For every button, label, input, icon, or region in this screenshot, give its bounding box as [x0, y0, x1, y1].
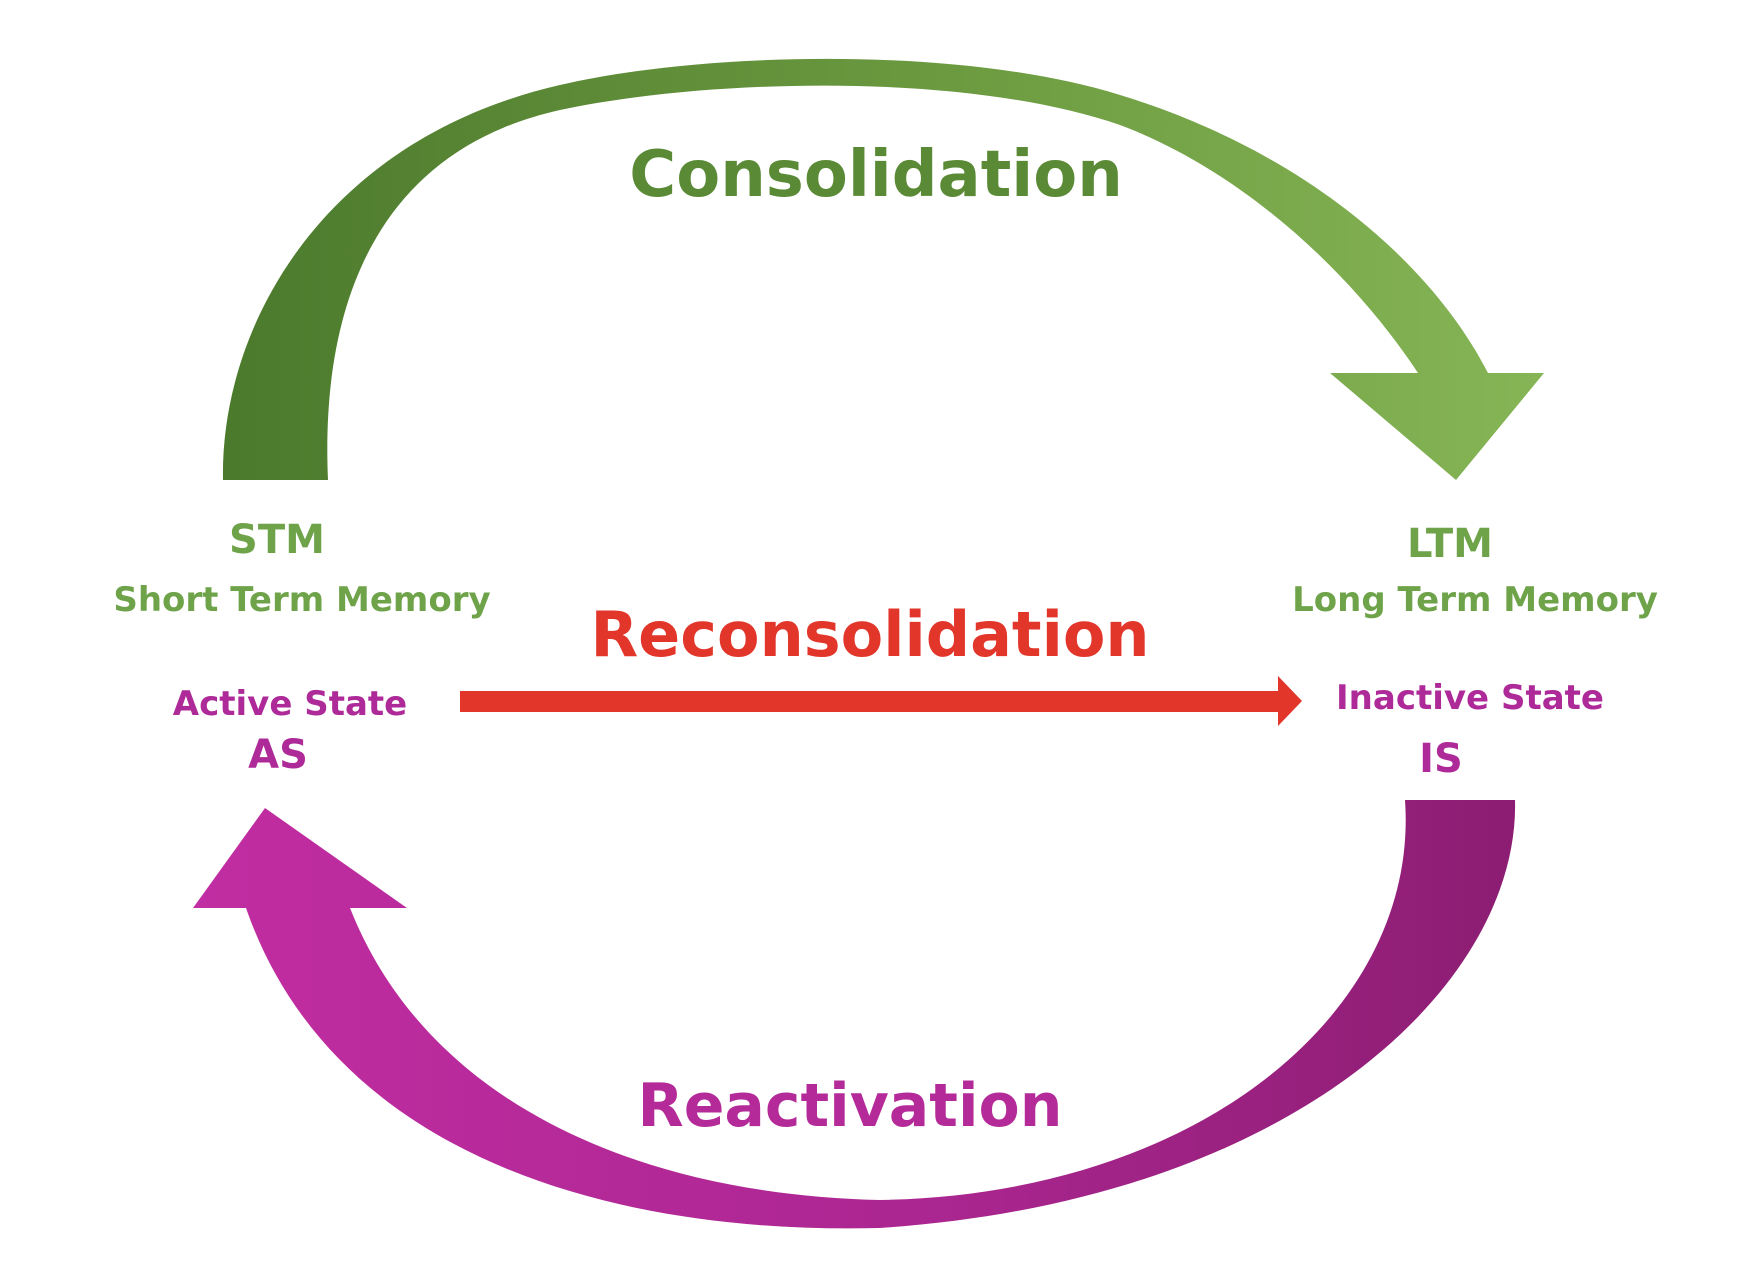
stm-node: STM Short Term Memory Active State AS: [113, 517, 490, 778]
consolidation-arrow-icon: [222, 58, 1545, 481]
stm-state: Active State: [173, 684, 407, 724]
ltm-state-abbr: IS: [1419, 736, 1463, 782]
reactivation-arrow-icon: [193, 800, 1516, 1229]
ltm-state: Inactive State: [1336, 678, 1604, 718]
ltm-abbr: LTM: [1407, 521, 1493, 567]
ltm-node: LTM Long Term Memory Inactive State IS: [1292, 521, 1658, 782]
stm-name: Short Term Memory: [113, 580, 490, 620]
reconsolidation-label: Reconsolidation: [590, 598, 1149, 671]
stm-abbr: STM: [229, 517, 325, 563]
stm-state-abbr: AS: [248, 732, 308, 778]
reconsolidation-arrow-icon: [460, 676, 1302, 726]
ltm-name: Long Term Memory: [1292, 580, 1658, 620]
reactivation-label: Reactivation: [638, 1071, 1063, 1141]
consolidation-label: Consolidation: [629, 138, 1123, 212]
